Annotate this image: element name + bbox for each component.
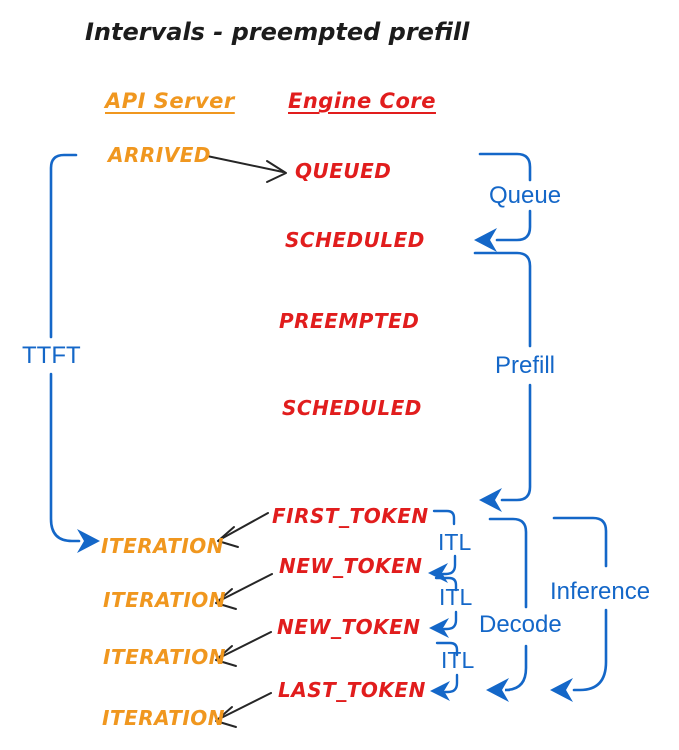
arrow-first-token-to-iteration [217,512,269,548]
queue-arrowhead-icon [474,228,497,252]
inference-bracket [550,516,608,702]
event-last-token: LAST_TOKEN [278,678,426,702]
interval-itl-label-1: ITL [438,529,472,555]
itl-bracket-3 [430,641,459,701]
event-scheduled-2: SCHEDULED [282,396,422,420]
interval-inference-label: Inference [550,578,651,605]
diagram-title: Intervals - preempted prefill [85,18,470,46]
event-iteration-4: ITERATION [102,706,226,730]
prefill-bracket [473,251,532,512]
decode-bracket [486,517,528,702]
interval-queue-label: Queue [489,182,562,209]
inference-arrowhead-icon [550,678,573,702]
api-server-header: API Server [105,89,235,113]
event-first-token: FIRST_TOKEN [272,504,429,528]
itl3-arrowhead-icon [430,681,450,701]
interval-itl-label-3: ITL [441,647,475,673]
event-scheduled-1: SCHEDULED [285,228,425,252]
queue-bracket [474,152,532,252]
event-preempted: PREEMPTED [279,309,420,333]
interval-prefill-label: Prefill [495,352,556,379]
itl-bracket-2 [429,576,458,638]
event-iteration-3: ITERATION [103,645,227,669]
prefill-arrowhead-icon [479,488,502,512]
arrow-last-token-to-iteration [215,692,272,728]
event-queued: QUEUED [295,159,392,183]
event-iteration-1: ITERATION [101,534,225,558]
arrow-new-token1-to-iteration [215,573,273,610]
arrow-new-token2-to-iteration [215,631,272,667]
event-new-token-2: NEW_TOKEN [277,615,421,639]
ttft-arrowhead-icon [77,529,100,553]
interval-itl-label-2: ITL [439,584,473,610]
decode-arrowhead-icon [486,678,509,702]
event-iteration-2: ITERATION [103,588,227,612]
ttft-bracket [49,153,100,553]
event-arrived: ARRIVED [108,143,211,167]
interval-ttft-label: TTFT [22,342,81,369]
itl2-arrowhead-icon [429,618,449,638]
engine-core-header: Engine Core [288,89,436,113]
arrow-arrived-to-queued [206,155,287,183]
interval-decode-label: Decode [479,611,562,638]
event-new-token-1: NEW_TOKEN [279,554,423,578]
